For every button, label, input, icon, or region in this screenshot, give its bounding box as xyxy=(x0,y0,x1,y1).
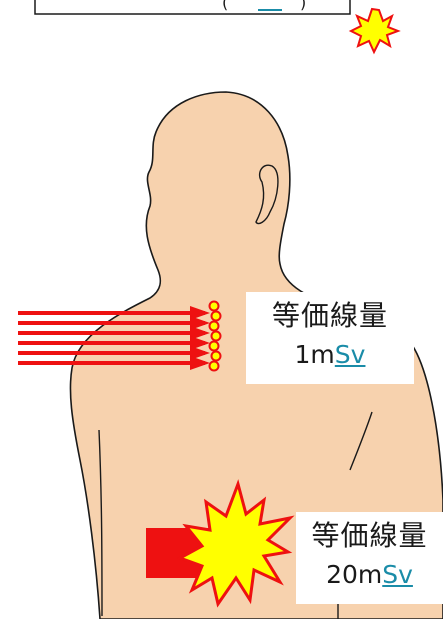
neck-dose-title: 等価線量 xyxy=(246,294,414,334)
neck-dose-unit-link[interactable]: Sv xyxy=(335,340,366,369)
top-label-close-paren: ) xyxy=(300,0,306,12)
chest-dose-number: 20m xyxy=(326,560,382,589)
chest-dose-unit-link[interactable]: Sv xyxy=(382,560,413,589)
top-label-box: ( ) xyxy=(35,0,350,14)
neck-dose-number: 1m xyxy=(295,340,335,369)
neck-dose-value: 1mSv xyxy=(246,340,414,369)
chest-dose-label: 等価線量 20mSv xyxy=(296,512,443,604)
top-label-open-paren: ( xyxy=(222,0,228,12)
radiation-burst-icon xyxy=(351,9,398,52)
chest-dose-title: 等価線量 xyxy=(296,514,443,554)
chest-dose-value: 20mSv xyxy=(296,560,443,589)
neck-dose-label: 等価線量 1mSv xyxy=(246,292,414,384)
